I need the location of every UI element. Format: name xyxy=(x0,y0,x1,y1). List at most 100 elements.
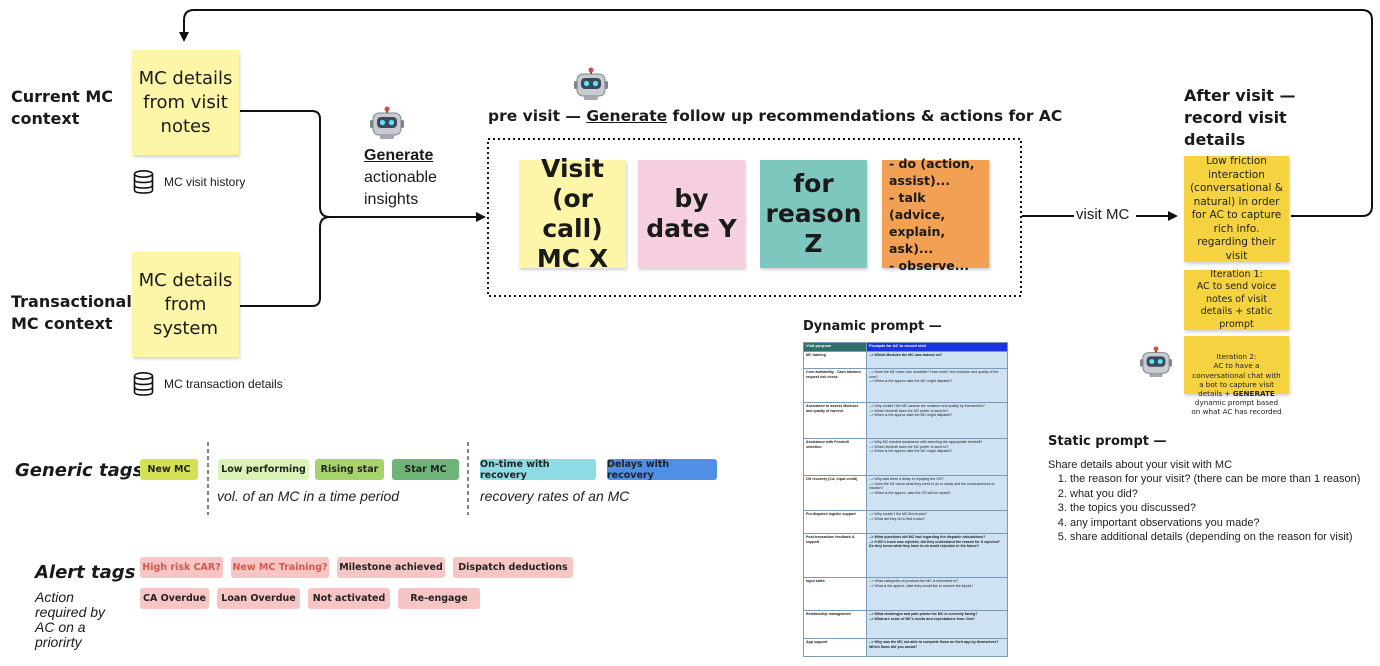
alert-tags-subtitle: Action required by AC on a priorirty xyxy=(35,589,106,650)
table-cell: Post-transaction feedback & support xyxy=(803,533,867,578)
tag-new-mc: New MC xyxy=(140,459,198,480)
iteration-2-text-c: dynamic prompt based on what AC has reco… xyxy=(1191,398,1282,417)
actions-sticky: - do (action, assist)... - talk (advice,… xyxy=(882,156,989,273)
table-row: Input sales--> What categories of produc… xyxy=(803,577,1008,611)
pre-visit-generate: Generate xyxy=(586,107,668,125)
table-cell: App support xyxy=(803,638,867,657)
table-row: MC training--> Which Modules the MC was … xyxy=(803,351,1008,369)
pre-visit-prefix: pre visit — xyxy=(488,107,587,125)
tag-high-risk-car: High risk CAR? xyxy=(140,557,223,578)
alert-tags-title: Alert tags xyxy=(35,562,136,583)
table-row: OS recovery (CA, input credit)--> Why wa… xyxy=(803,475,1008,511)
table-cell: OS recovery (CA, input credit) xyxy=(803,475,867,511)
tag-ca-overdue: CA Overdue xyxy=(140,588,209,609)
table-cell: Assistance to assess Moisture and qualit… xyxy=(803,402,867,439)
current-context-label: Current MC context xyxy=(11,87,114,128)
pre-visit-frame xyxy=(487,138,1022,297)
visit-history-label: MC visit history xyxy=(164,175,246,189)
generic-tags-title: Generic tags xyxy=(15,460,144,481)
table-header-row: Visit purpose Prompts for AC to record v… xyxy=(803,342,1008,352)
table-cell: --> What questions did MC had regarding … xyxy=(866,533,1008,578)
table-row: Pre-dispatch logistic support--> Why cou… xyxy=(803,510,1008,534)
feedback-loop-arrow xyxy=(179,9,1373,217)
visit-history-db: MC visit history xyxy=(133,170,245,194)
table-cell: --> Why was the MC not able to complete … xyxy=(866,638,1008,657)
tag-new-mc-training: New MC Training? xyxy=(231,557,329,578)
table-cell: MC training xyxy=(803,351,867,369)
table-cell: --> Why MC needed assistance with select… xyxy=(866,438,1008,476)
iteration-2-generate: GENERATE xyxy=(1232,389,1275,399)
by-date-y-sticky: by date Y xyxy=(638,160,745,268)
table-row: App support--> Why was the MC not able t… xyxy=(803,638,1008,657)
database-icon xyxy=(133,170,154,194)
dynamic-prompt-table: Visit purpose Prompts for AC to record v… xyxy=(803,342,1008,657)
table-cell: --> What categories of products the MC i… xyxy=(866,577,1008,611)
table-cell: --> Why couldn't the MC find trucks? -->… xyxy=(866,510,1008,534)
table-cell: --> Why couldn't the MC assess the moist… xyxy=(866,402,1008,439)
generate-keyword: Generate xyxy=(364,147,434,164)
tag-delays-recovery: Delays with recovery xyxy=(607,459,717,481)
tag-re-engage: Re-engage xyxy=(398,588,480,609)
tag-loan-overdue: Loan Overdue xyxy=(217,588,300,609)
transaction-details-label: MC transaction details xyxy=(164,377,283,391)
list-item: the topics you discussed? xyxy=(1070,501,1360,515)
table-row: Relationship management--> What challeng… xyxy=(803,610,1008,639)
table-row: Post-transaction feedback & support--> W… xyxy=(803,533,1008,578)
table-row: Assistance to assess Moisture and qualit… xyxy=(803,402,1008,439)
list-item: share additional details (depending on t… xyxy=(1070,530,1360,544)
table-cell: --> Which Modules the MC was trained on? xyxy=(866,351,1008,369)
database-icon xyxy=(133,372,154,396)
robot-icon xyxy=(1140,346,1172,378)
visit-mc-label: visit MC xyxy=(1076,206,1130,223)
dynamic-prompt-title: Dynamic prompt — xyxy=(803,319,942,334)
table-row: Corn availability - Cash advance request… xyxy=(803,368,1008,403)
volume-note: vol. of an MC in a time period xyxy=(217,488,400,504)
pre-visit-suffix: follow up recommendations & actions for … xyxy=(667,107,1063,125)
tag-rising-star: Rising star xyxy=(315,459,384,480)
table-cell: Assistance with Feedmill selection xyxy=(803,438,867,476)
iteration-2-text-a: Iteration 2: AC to have a conversational… xyxy=(1192,352,1281,399)
generate-insights-rest: actionable insights xyxy=(364,169,437,208)
transactional-context-label: Transactional MC context xyxy=(11,292,132,333)
table-header-cell: Visit purpose xyxy=(803,342,867,352)
pre-visit-title: pre visit — Generate follow up recommend… xyxy=(488,107,1062,125)
tag-milestone-achieved: Milestone achieved xyxy=(337,557,445,578)
generate-insights-label: Generate actionable insights xyxy=(364,145,437,211)
visit-mc-x-sticky: Visit (or call) MC X xyxy=(519,154,626,273)
robot-icon xyxy=(370,106,404,139)
iteration-1-sticky: Iteration 1: AC to send voice notes of v… xyxy=(1184,269,1289,330)
for-reason-z-sticky: for reason Z xyxy=(760,160,867,268)
connector-visit-notes xyxy=(240,110,486,222)
table-header-cell: Prompts for AC to record visit xyxy=(866,342,1008,352)
static-prompt-body: Share details about your visit with MC t… xyxy=(1048,458,1360,544)
tag-on-time-recovery: On-time with recovery xyxy=(480,459,596,481)
tag-star-mc: Star MC xyxy=(392,459,459,480)
system-details-sticky: MC details from system xyxy=(132,252,239,357)
list-item: any important observations you made? xyxy=(1070,516,1360,530)
tag-low-performing: Low performing xyxy=(218,459,309,480)
table-cell: Relationship management xyxy=(803,610,867,639)
recovery-note: recovery rates of an MC xyxy=(480,488,630,504)
table-cell: Input sales xyxy=(803,577,867,611)
robot-icon xyxy=(574,67,608,100)
list-item: the reason for your visit? (there can be… xyxy=(1070,472,1360,486)
table-cell: Pre-dispatch logistic support xyxy=(803,510,867,534)
static-prompt-list: the reason for your visit? (there can be… xyxy=(1048,472,1360,544)
table-cell: Corn availability - Cash advance request… xyxy=(803,368,867,403)
list-item: what you did? xyxy=(1070,487,1360,501)
static-prompt-title: Static prompt — xyxy=(1048,434,1167,449)
table-cell: --> Does the MC have corn available? How… xyxy=(866,368,1008,403)
connector-system xyxy=(240,216,331,307)
tag-not-activated: Not activated xyxy=(308,588,390,609)
table-row: Assistance with Feedmill selection--> Wh… xyxy=(803,438,1008,476)
table-cell: --> What challenges and pain points the … xyxy=(866,610,1008,639)
table-cell: --> Why was there a delay in repaying th… xyxy=(866,475,1008,511)
tag-dispatch-deductions: Dispatch deductions xyxy=(453,557,573,578)
low-friction-sticky: Low friction interaction (conversational… xyxy=(1184,155,1289,262)
static-prompt-intro: Share details about your visit with MC xyxy=(1048,459,1233,471)
transaction-details-db: MC transaction details xyxy=(133,372,283,396)
after-visit-title: After visit — record visit details xyxy=(1184,86,1296,149)
iteration-2-sticky: Iteration 2: AC to have a conversational… xyxy=(1184,336,1289,416)
visit-notes-sticky: MC details from visit notes xyxy=(132,50,239,155)
